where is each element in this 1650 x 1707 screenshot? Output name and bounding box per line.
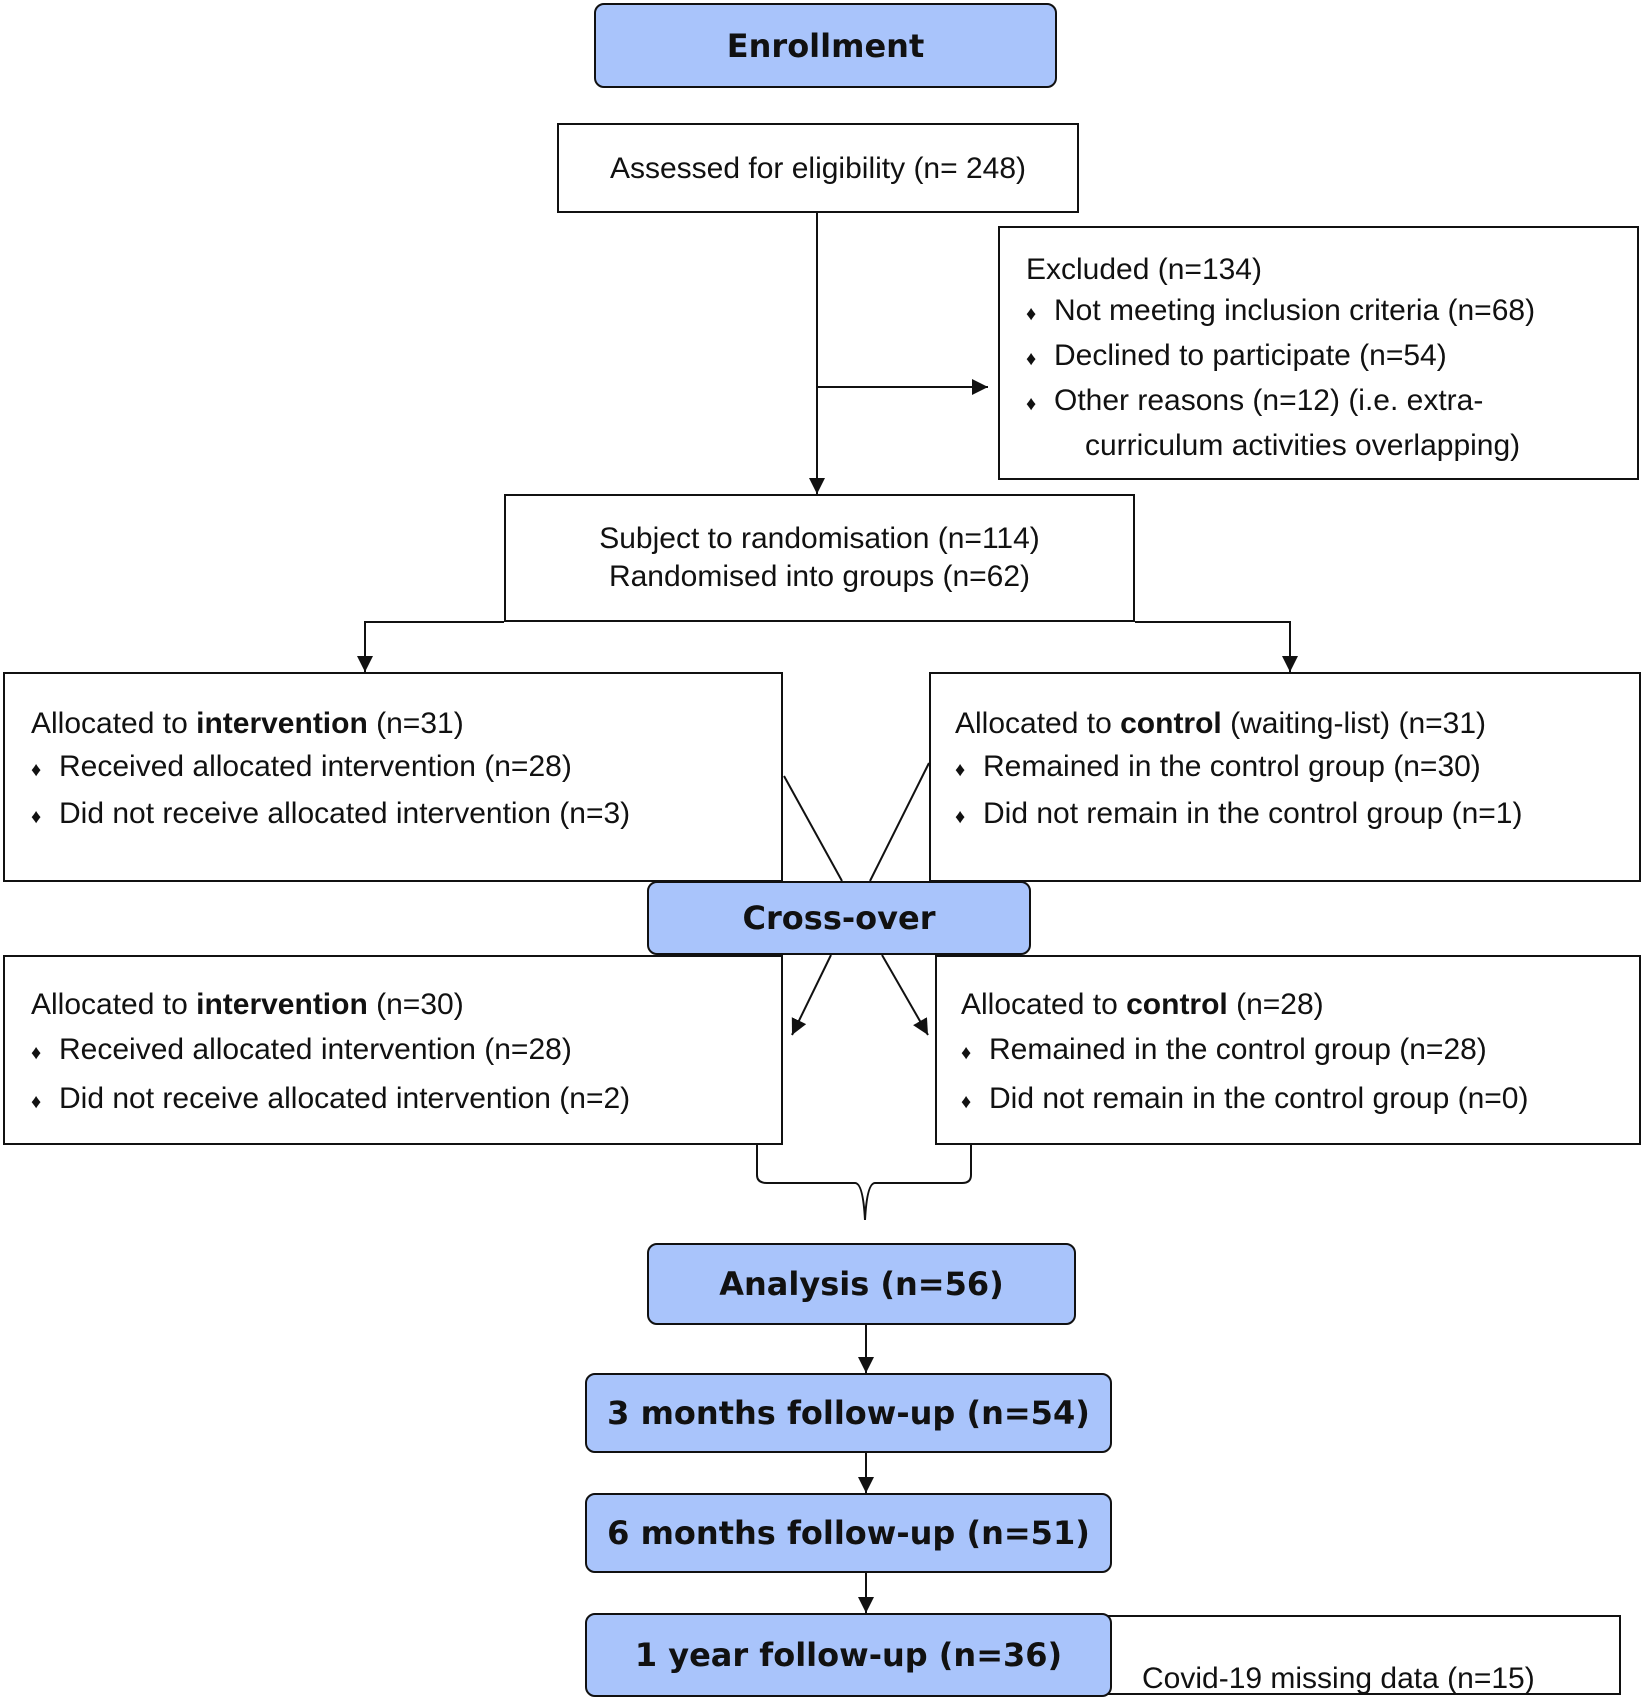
crossover-stage: Cross-over	[647, 881, 1031, 955]
followup-6m-label: 6 months follow-up (n=51)	[607, 1514, 1090, 1552]
arrow-to-control-phase1	[1135, 621, 1298, 672]
list-item: ♦ Did not remain in the control group (n…	[955, 792, 1639, 839]
excluded-item-continuation: curriculum activities overlapping)	[1085, 429, 1521, 462]
excluded-item: ♦ Not meeting inclusion criteria (n=68)	[1026, 290, 1637, 335]
excluded-title: Excluded (n=134)	[1026, 253, 1262, 286]
excluded-item-text: Declined to participate (n=54)	[1054, 339, 1447, 372]
list-item: ♦ Remained in the control group (n=30)	[955, 745, 1639, 792]
followup-6m-stage: 6 months follow-up (n=51)	[585, 1493, 1112, 1573]
title-bold: intervention	[196, 988, 368, 1021]
list-item: ♦ Did not receive allocated intervention…	[31, 1076, 781, 1125]
list-item-text: Remained in the control group (n=28)	[989, 1033, 1487, 1066]
title-suffix: (n=28)	[1227, 988, 1324, 1021]
control-phase2-box: Allocated to control (n=28) ♦ Remained i…	[935, 955, 1641, 1145]
title-bold: control	[1120, 707, 1222, 740]
bullet-icon: ♦	[31, 759, 42, 781]
title-prefix: Allocated to	[955, 707, 1121, 740]
bullet-icon: ♦	[1026, 348, 1037, 370]
randomisation-box: Subject to randomisation (n=114) Randomi…	[504, 494, 1135, 622]
list-item: ♦ Did not receive allocated intervention…	[31, 792, 781, 839]
intervention-phase2-title: Allocated to intervention (n=30)	[31, 982, 781, 1027]
list-item-text: Did not receive allocated intervention (…	[59, 797, 631, 830]
merge-brace	[756, 1143, 972, 1221]
crossover-label: Cross-over	[742, 899, 936, 937]
list-item: ♦ Did not remain in the control group (n…	[961, 1076, 1639, 1125]
list-item: ♦ Remained in the control group (n=28)	[961, 1027, 1639, 1076]
followup-1y-label: 1 year follow-up (n=36)	[634, 1636, 1063, 1674]
enrollment-stage: Enrollment	[594, 3, 1057, 88]
title-bold: control	[1126, 988, 1228, 1021]
arrow-crossover-to-control	[881, 954, 929, 1036]
covid-missing-text: Covid-19 missing data (n=15)	[1142, 1662, 1535, 1695]
followup-1y-stage: 1 year follow-up (n=36)	[585, 1613, 1112, 1697]
bullet-icon: ♦	[31, 1091, 42, 1113]
analysis-label: Analysis (n=56)	[719, 1265, 1004, 1303]
control-phase1-title: Allocated to control (waiting-list) (n=3…	[955, 702, 1639, 745]
bullet-icon: ♦	[961, 1091, 972, 1113]
list-item-text: Did not remain in the control group (n=0…	[989, 1082, 1529, 1115]
covid-missing-box: Covid-19 missing data (n=15)	[1095, 1615, 1621, 1695]
title-bold: intervention	[196, 707, 368, 740]
list-item-text: Received allocated intervention (n=28)	[59, 1033, 572, 1066]
control-phase2-title: Allocated to control (n=28)	[961, 982, 1639, 1027]
excluded-item: ♦ Other reasons (n=12) (i.e. extra-	[1026, 380, 1637, 425]
bullet-icon: ♦	[31, 1042, 42, 1064]
assessed-box: Assessed for eligibility (n= 248)	[557, 123, 1079, 213]
arrow-to-intervention-phase1	[357, 621, 504, 672]
cross-line-right	[869, 762, 930, 882]
title-suffix: (n=31)	[367, 707, 464, 740]
randomisation-line1: Subject to randomisation (n=114)	[599, 522, 1040, 555]
title-suffix: (waiting-list) (n=31)	[1221, 707, 1487, 740]
excluded-box: Excluded (n=134) ♦ Not meeting inclusion…	[998, 226, 1639, 480]
randomisation-line2: Randomised into groups (n=62)	[608, 560, 1031, 593]
title-suffix: (n=30)	[367, 988, 464, 1021]
bullet-icon: ♦	[955, 759, 966, 781]
enrollment-label: Enrollment	[726, 26, 925, 65]
bullet-icon: ♦	[955, 806, 966, 828]
analysis-stage: Analysis (n=56)	[647, 1243, 1076, 1325]
cross-line-left	[783, 775, 843, 882]
bullet-icon: ♦	[1026, 303, 1037, 325]
arrow-crossover-to-intervention	[791, 954, 832, 1036]
assessed-text: Assessed for eligibility (n= 248)	[609, 151, 1027, 185]
bullet-icon: ♦	[961, 1042, 972, 1064]
list-item-text: Received allocated intervention (n=28)	[59, 750, 572, 783]
excluded-item-text: Not meeting inclusion criteria (n=68)	[1054, 294, 1536, 327]
title-prefix: Allocated to	[31, 707, 197, 740]
followup-3m-stage: 3 months follow-up (n=54)	[585, 1373, 1112, 1453]
bullet-icon: ♦	[1026, 393, 1037, 415]
excluded-item-text: Other reasons (n=12) (i.e. extra-	[1054, 384, 1484, 417]
list-item-text: Remained in the control group (n=30)	[983, 750, 1481, 783]
excluded-item: ♦ Declined to participate (n=54)	[1026, 335, 1637, 380]
list-item: ♦ Received allocated intervention (n=28)	[31, 745, 781, 792]
title-prefix: Allocated to	[961, 988, 1127, 1021]
control-phase1-box: Allocated to control (waiting-list) (n=3…	[929, 672, 1641, 882]
list-item: ♦ Received allocated intervention (n=28)	[31, 1027, 781, 1076]
followup-3m-label: 3 months follow-up (n=54)	[607, 1394, 1090, 1432]
list-item-text: Did not remain in the control group (n=1…	[983, 797, 1523, 830]
intervention-phase1-title: Allocated to intervention (n=31)	[31, 702, 781, 745]
bullet-icon: ♦	[31, 806, 42, 828]
list-item-text: Did not receive allocated intervention (…	[59, 1082, 631, 1115]
intervention-phase2-box: Allocated to intervention (n=30) ♦ Recei…	[3, 955, 783, 1145]
intervention-phase1-box: Allocated to intervention (n=31) ♦ Recei…	[3, 672, 783, 882]
title-prefix: Allocated to	[31, 988, 197, 1021]
